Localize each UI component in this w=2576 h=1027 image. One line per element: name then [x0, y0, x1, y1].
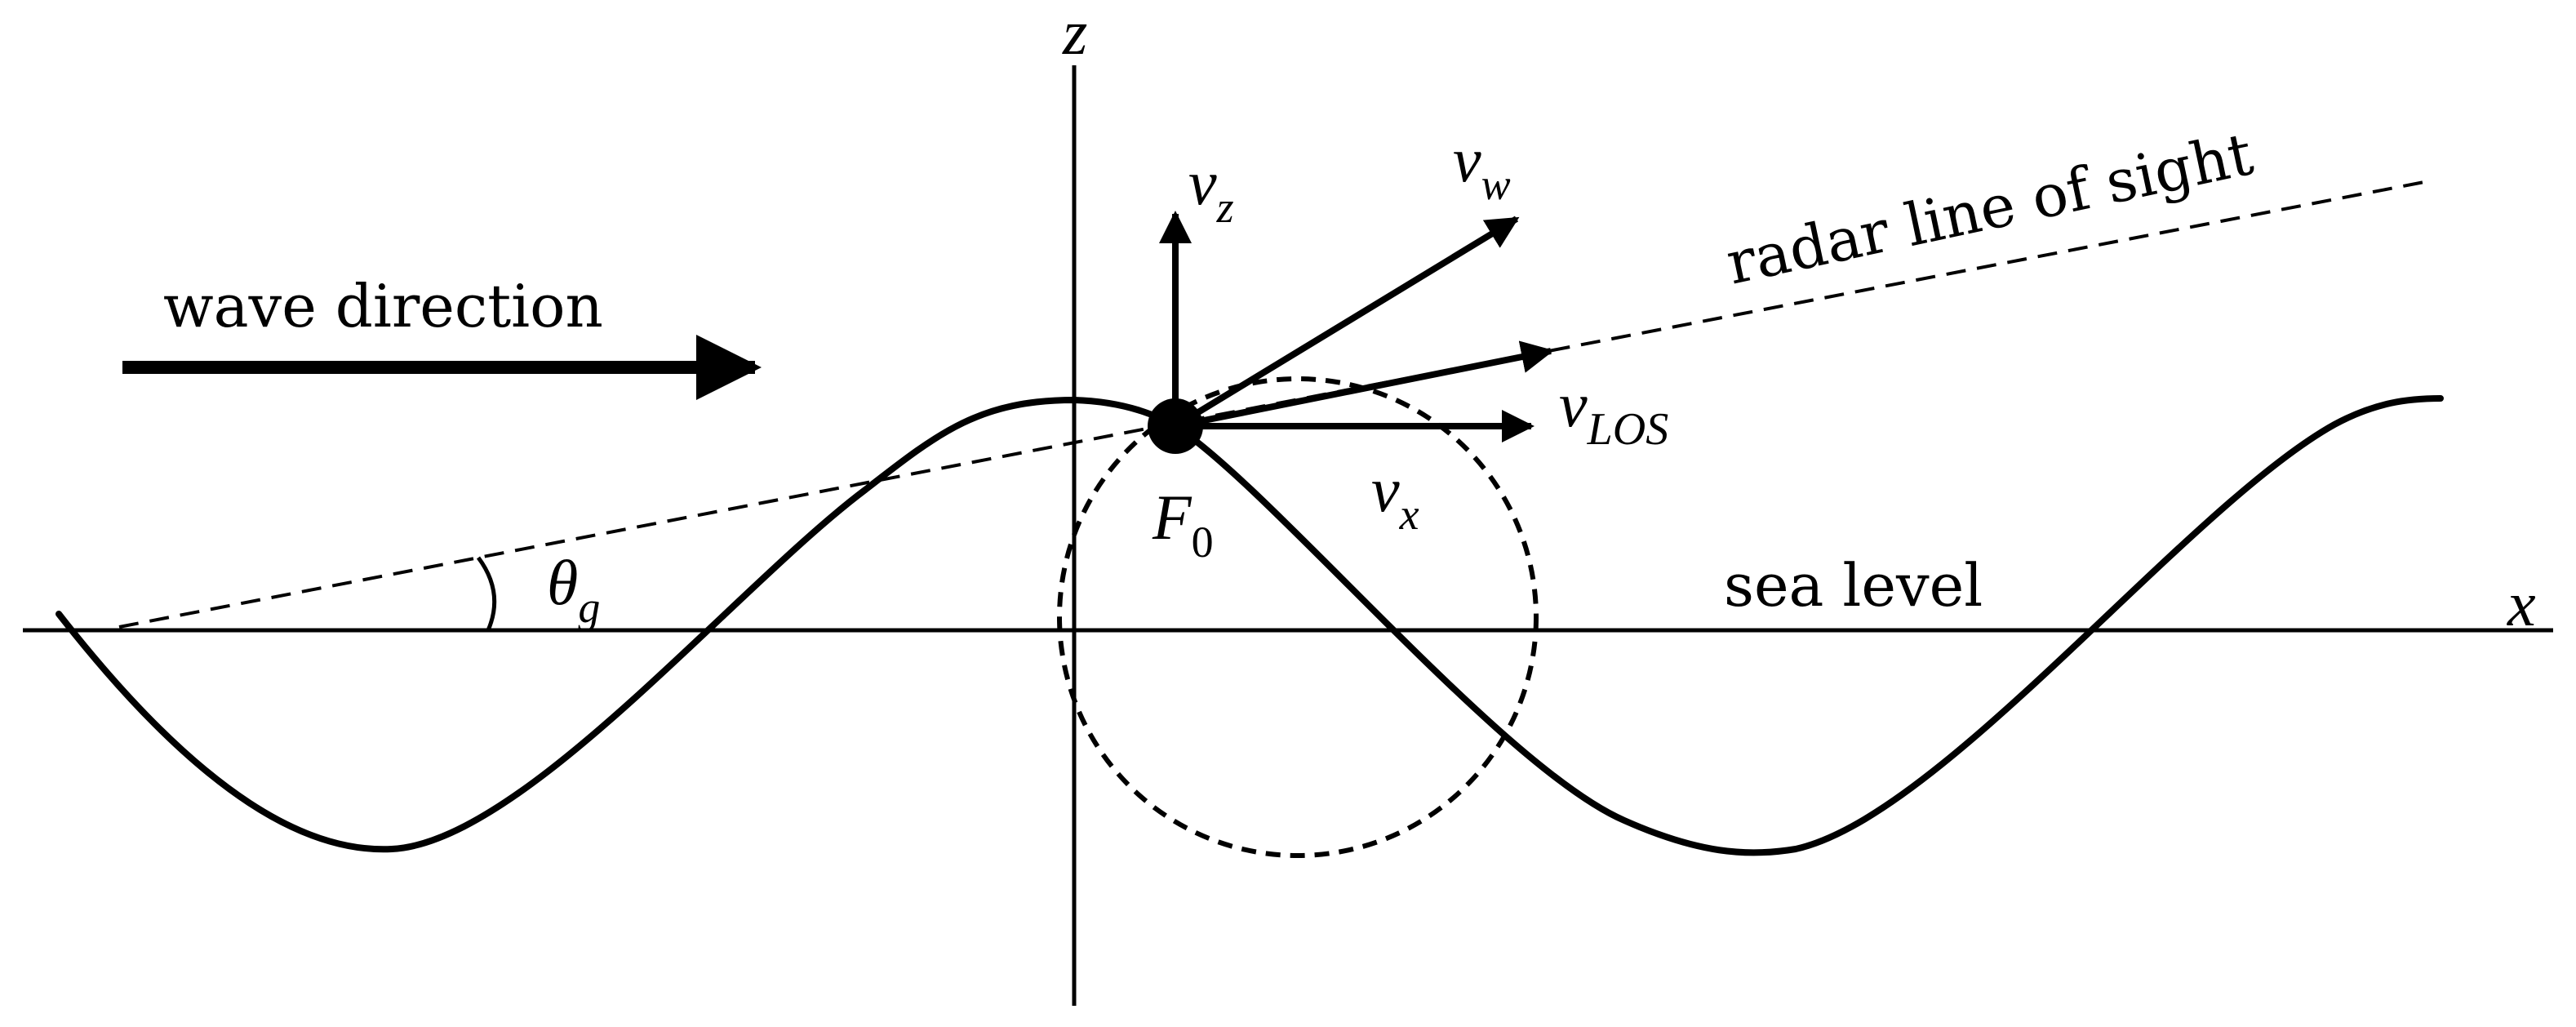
f0-label: F0	[1152, 482, 1214, 567]
f0-subscript: 0	[1192, 518, 1214, 567]
vx-subscript: x	[1399, 490, 1419, 539]
vlos-symbol: v	[1559, 369, 1588, 440]
radar-line-of-sight-label: radar line of sight	[1721, 119, 2258, 298]
radar-velocity-arrow	[1175, 340, 1554, 429]
vlos-label: vLOS	[1559, 369, 1668, 455]
vz-symbol: v	[1188, 147, 1217, 218]
point-f0-marker	[1148, 398, 1203, 454]
vx-symbol: v	[1371, 454, 1400, 525]
z-axis-label: z	[1062, 0, 1087, 68]
x-axis-label: x	[2507, 568, 2536, 639]
radar-line-of-sight	[118, 180, 2429, 629]
sea-level-label: sea level	[1724, 551, 1983, 620]
sea-wave-curve	[56, 395, 2444, 856]
vz-subscript: z	[1216, 183, 1234, 232]
vw-arrow	[1173, 216, 1520, 429]
vw-symbol: v	[1453, 124, 1481, 195]
grazing-angle-arc	[476, 556, 497, 631]
theta-g-label: θg	[547, 547, 600, 632]
theta-symbol: θ	[547, 547, 578, 618]
vw-label: vw	[1453, 124, 1511, 209]
vw-subscript: w	[1481, 160, 1511, 209]
f0-symbol: F	[1152, 482, 1193, 553]
theta-subscript: g	[578, 583, 600, 632]
vz-label: vz	[1188, 147, 1234, 232]
vlos-subscript: LOS	[1587, 404, 1669, 455]
vx-label: vx	[1371, 454, 1419, 539]
orbital-circle	[1057, 376, 1539, 858]
wave-direction-label: wave direction	[163, 272, 603, 340]
